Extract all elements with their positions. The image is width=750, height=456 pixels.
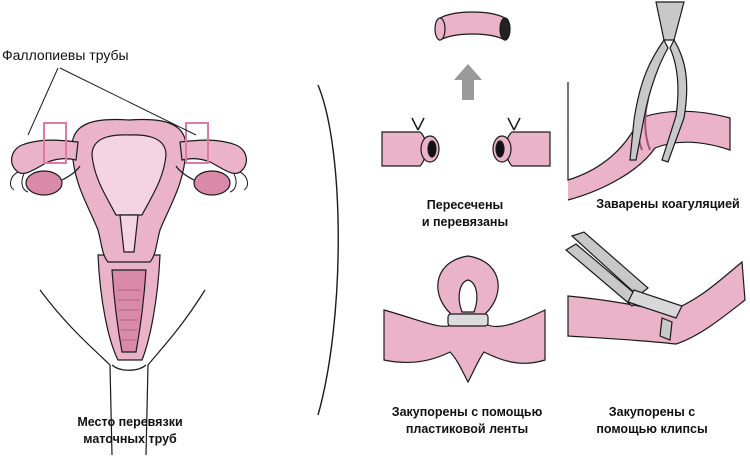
divider-curve — [317, 84, 339, 416]
plastic-band-illustration — [383, 255, 546, 384]
coagulation-label: Заварены коагуляцией — [596, 197, 740, 211]
clip-line1: Закупорены с — [608, 405, 696, 419]
clip-line2: помощью клипсы — [596, 422, 708, 436]
coagulation-illustration — [567, 1, 731, 201]
uterus-anatomy — [10, 67, 248, 456]
clip-illustration — [564, 231, 746, 345]
forceps-icon — [629, 1, 688, 163]
ligation-site-label: Место перевязки маточных труб — [60, 414, 200, 448]
up-arrow-icon — [454, 64, 482, 100]
ligation-box-right — [185, 122, 209, 164]
plastic-band — [447, 313, 489, 327]
cut-tied-label: Пересечены и перевязаны — [395, 197, 535, 231]
fallopian-tubes-label: Фаллопиевы трубы — [2, 47, 129, 63]
clip-applicator-icon — [564, 231, 683, 341]
ligation-site-line1: Место перевязки — [77, 415, 183, 429]
cut-tied-illustration — [381, 11, 551, 167]
plastic-band-label: Закупорены с помощью пластиковой ленты — [367, 404, 567, 438]
cut-tied-line2: и перевязаны — [421, 215, 509, 229]
ligation-box-left — [43, 122, 67, 164]
plastic-band-line2: пластиковой ленты — [405, 422, 529, 436]
ligation-site-line2: маточных труб — [83, 432, 177, 446]
clip-label: Закупорены с помощью клипсы — [572, 404, 732, 438]
cut-tied-line1: Пересечены — [426, 198, 504, 212]
plastic-band-line1: Закупорены с помощью — [391, 405, 543, 419]
